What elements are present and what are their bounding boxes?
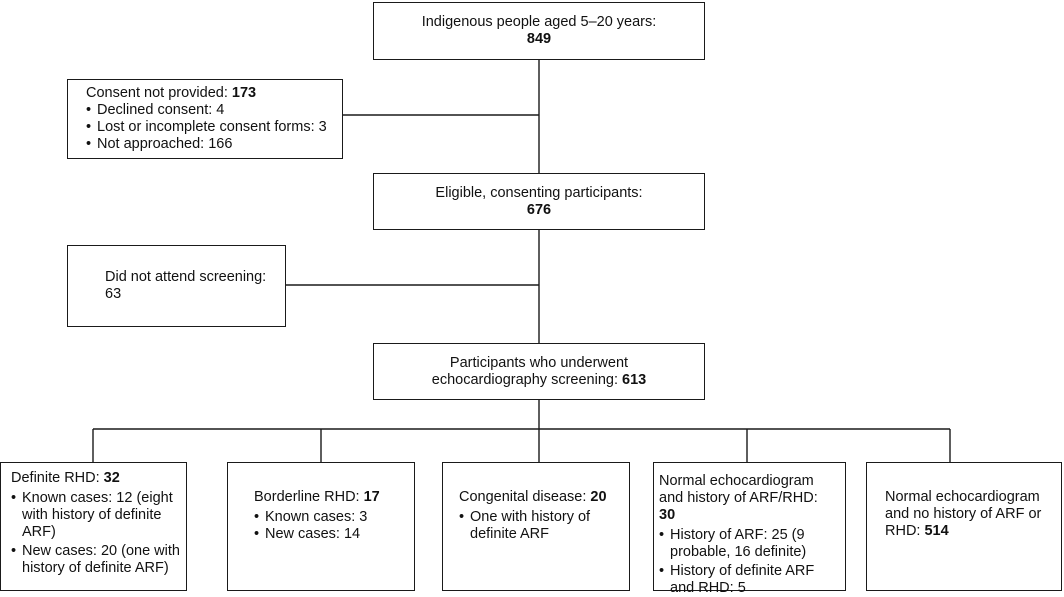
consent-list: Declined consent: 4 Lost or incomplete c… bbox=[86, 102, 342, 153]
consent-heading: Consent not provided: 173 bbox=[86, 85, 257, 101]
definite-list: Known cases: 12 (eight with history of d… bbox=[11, 490, 182, 577]
consent-item: Declined consent: 4 bbox=[86, 102, 342, 119]
eligible-count: 676 bbox=[526, 201, 552, 218]
definite-item: Known cases: 12 (eight with history of d… bbox=[11, 490, 182, 541]
normal-history-list: History of ARF: 25 (9 probable, 16 defin… bbox=[659, 527, 837, 597]
box-borderline-rhd: Borderline RHD: 17 Known cases: 3 New ca… bbox=[227, 462, 415, 591]
consent-item: Lost or incomplete consent forms: 3 bbox=[86, 119, 342, 136]
normal-history-item: History of ARF: 25 (9 probable, 16 defin… bbox=[659, 527, 837, 561]
box-indigenous-people: Indigenous people aged 5–20 years: 849 bbox=[373, 2, 705, 60]
box-did-not-attend: Did not attend screening: 63 bbox=[67, 245, 286, 327]
screened-line2: echocardiography screening: 613 bbox=[431, 371, 647, 388]
definite-item: New cases: 20 (one with history of defin… bbox=[11, 543, 182, 577]
box-normal-no-history: Normal echocardiogram and no history of … bbox=[866, 462, 1062, 591]
borderline-heading: Borderline RHD: 17 bbox=[254, 489, 380, 505]
box-definite-rhd: Definite RHD: 32 Known cases: 12 (eight … bbox=[0, 462, 187, 591]
box-normal-with-history: Normal echocardiogram and history of ARF… bbox=[653, 462, 846, 596]
congenital-heading: Congenital disease: 20 bbox=[459, 489, 607, 505]
box-congenital-disease: Congenital disease: 20 One with history … bbox=[442, 462, 630, 591]
box-consent-not-provided: Consent not provided: 173 Declined conse… bbox=[67, 79, 343, 159]
box-screened-participants: Participants who underwent echocardiogra… bbox=[373, 343, 705, 400]
congenital-list: One with history of definite ARF bbox=[459, 509, 625, 543]
not-attend-label: Did not attend screening: 63 bbox=[105, 269, 267, 302]
normal-history-heading: Normal echocardiogram and history of ARF… bbox=[659, 473, 818, 523]
normal-history-item: History of definite ARF and RHD: 5 bbox=[659, 563, 837, 597]
eligible-label: Eligible, consenting participants: bbox=[435, 184, 643, 201]
borderline-list: Known cases: 3 New cases: 14 bbox=[254, 509, 410, 543]
borderline-item: New cases: 14 bbox=[254, 526, 410, 543]
box-eligible-participants: Eligible, consenting participants: 676 bbox=[373, 173, 705, 230]
indigenous-count: 849 bbox=[526, 31, 552, 47]
congenital-item: One with history of definite ARF bbox=[459, 509, 625, 543]
screened-line1: Participants who underwent bbox=[449, 354, 629, 371]
indigenous-label: Indigenous people aged 5–20 years: bbox=[421, 14, 657, 30]
borderline-item: Known cases: 3 bbox=[254, 509, 410, 526]
normal-none-text: Normal echocardiogram and no history of … bbox=[885, 489, 1042, 539]
definite-heading: Definite RHD: 32 bbox=[11, 470, 120, 486]
consent-item: Not approached: 166 bbox=[86, 136, 342, 153]
